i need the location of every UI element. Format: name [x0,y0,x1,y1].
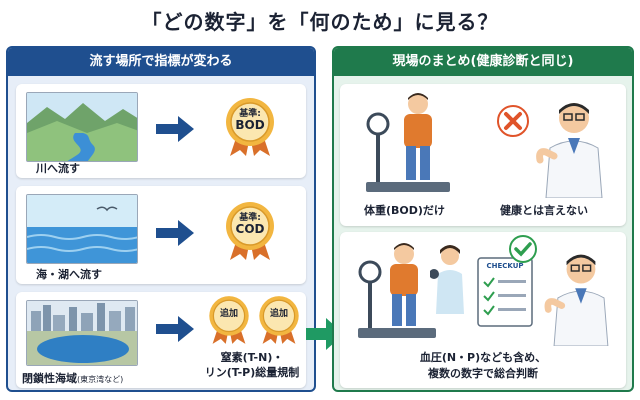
clipboard-title: CHECKUP [486,262,524,270]
person-on-scale-icon [366,93,450,192]
river-row-card: 川へ流す 基準: BOD [16,84,306,178]
badge-text: 追加 [269,309,288,319]
check-mark-icon [509,235,537,263]
blood-pressure-icon [430,245,464,314]
left-panel: 流す場所で指標が変わる 川へ流す 基準: BOD [6,46,316,392]
badge-text: 追加 [219,309,238,319]
closed-bay-city-icon [26,300,138,366]
doctor-icon [536,103,603,198]
right-panel: 現場のまとめ(健康診断と同じ) 体重(BOD)だけ [332,46,634,392]
comprehensive-judgement-label: 血圧(N・P)なども含め、 複数の数字で総合判断 [419,351,547,380]
right-arrow-icon [156,116,194,142]
scene-label-sea: 海・湖へ流す [36,268,102,281]
doctor-icon [544,254,609,346]
scene-label-river: 川へ流す [36,162,80,175]
right-panel-header: 現場のまとめ(健康診断と同じ) [334,48,632,76]
nitrogen-phosphorus-caption: 窒素(T-N)・ リン(T-P)総量規制 [204,351,300,379]
comprehensive-check-card: CHECKUP 血圧(N・P)なども含め、 複数の数字で総合判断 [340,232,626,388]
bay-row-card: 閉鎖性海域(東京湾など) 追加 追加 窒素(T-N)・ [16,292,306,388]
award-badge-icon: 基準: BOD [222,96,278,158]
page-title: 「どの数字」を「何のため」に見る？ [141,10,499,34]
clipboard-icon: CHECKUP [476,252,534,328]
right-arrow-icon [156,220,194,246]
not-healthy-label: 健康とは言えない [500,204,588,217]
right-arrow-icon [156,316,194,342]
person-on-scale-icon [358,243,436,338]
award-badge-icon: 追加 [256,294,302,346]
sea-row-card: 海・湖へ流す 基準: COD [16,186,306,284]
sea-landscape-icon [26,194,138,264]
left-panel-header: 流す場所で指標が変わる [8,48,314,76]
weight-only-label: 体重(BOD)だけ [364,204,445,217]
weight-only-card: 体重(BOD)だけ 健康とは言えない [340,84,626,226]
award-badge-icon: 基準: COD [222,200,278,262]
river-landscape-icon [26,92,138,162]
cross-mark-icon [497,105,529,137]
award-badge-icon: 追加 [206,294,252,346]
badge-text: 基準: BOD [235,109,265,132]
badge-text: 基準: COD [235,213,265,236]
scene-label-bay: 閉鎖性海域(東京湾など) [22,372,124,385]
